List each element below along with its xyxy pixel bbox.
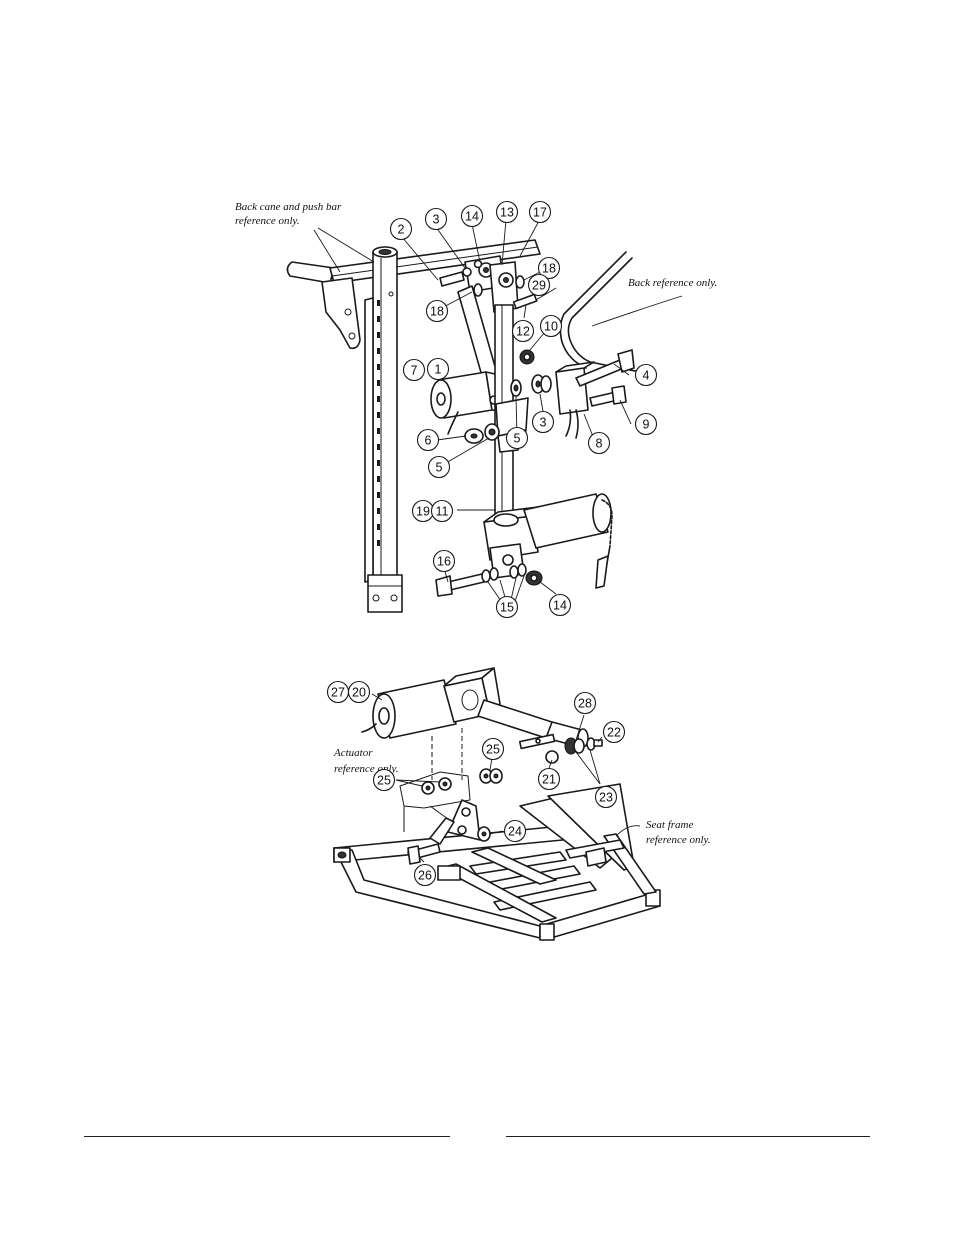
callout-bubble [413, 863, 437, 887]
callout-number: 27 [331, 686, 345, 700]
bottom-hardware [435, 563, 543, 597]
callout-bubble [602, 720, 626, 744]
callout-number: 25 [377, 774, 391, 788]
callout-bubble [511, 319, 535, 343]
push-bar-bracket [321, 277, 361, 350]
callout-bubble [347, 680, 371, 704]
callout-number: 1 [435, 363, 442, 377]
upper-leader-lines [313, 218, 683, 605]
callout-number: 23 [599, 791, 613, 805]
callout-number: 20 [352, 686, 366, 700]
back-mount-bracket [519, 349, 635, 439]
push-bar-handle [286, 261, 335, 284]
lower-actuator-motor [483, 493, 613, 589]
lower-section-actuator [361, 667, 589, 748]
upper-assembly [286, 218, 683, 613]
svg-text:Seat frame: Seat frame [646, 819, 693, 831]
svg-text:Back reference only.: Back reference only. [628, 277, 717, 289]
callout-number: 7 [411, 364, 418, 378]
callout-bubble [537, 767, 561, 791]
washers-25 [421, 768, 503, 795]
callout-number: 18 [542, 262, 556, 276]
callout-number: 4 [643, 369, 650, 383]
footer-rule-right [506, 1136, 870, 1137]
back-reference [567, 257, 641, 373]
callout-bubble [424, 207, 448, 231]
callout-number: 18 [430, 305, 444, 319]
callout-bubble [416, 428, 440, 452]
callout-number: 11 [436, 505, 449, 519]
rear-clevis-hardware [518, 733, 603, 764]
callout-number: 13 [500, 206, 514, 220]
back-cane [364, 246, 403, 613]
callout-number: 10 [544, 320, 558, 334]
callout-bubble [425, 299, 449, 323]
callout-bubble [548, 593, 572, 617]
callout-number: 5 [436, 461, 443, 475]
callout-bubble [432, 549, 456, 573]
callout-number: 19 [416, 505, 430, 519]
callout-bubble [460, 204, 484, 228]
callout-number: 29 [532, 279, 546, 293]
callout-bubble [503, 819, 527, 843]
callout-number: 14 [553, 599, 567, 613]
callout-bubble [505, 426, 529, 450]
callout-bubble [594, 785, 618, 809]
callout-bubble [402, 358, 426, 382]
callout-number: 16 [437, 555, 451, 569]
svg-text:reference only.: reference only. [646, 834, 711, 846]
callout-bubble [528, 200, 552, 224]
note-seat-frame: Seat frame reference only. [646, 819, 711, 846]
callout-bubble [430, 499, 454, 523]
back-cane-bottom-bracket [367, 574, 403, 613]
callout-number: 24 [508, 825, 522, 839]
footer-rule-left [84, 1136, 450, 1137]
callout-bubble [537, 256, 561, 280]
svg-text:Actuator: Actuator [333, 747, 373, 759]
callout-bubble [495, 200, 519, 224]
callout-number: 25 [486, 743, 500, 757]
callout-bubble [372, 768, 396, 792]
callout-number: 28 [578, 697, 592, 711]
note-back: Back reference only. [628, 277, 717, 289]
callout-number: 3 [433, 213, 440, 227]
callouts-lower: 27 20 28 22 25 21 23 25 24 26 [326, 680, 626, 887]
callout-number: 5 [514, 432, 521, 446]
callout-bubble [426, 357, 450, 381]
callout-number: 6 [425, 434, 432, 448]
callout-bubble [495, 595, 519, 619]
callout-number: 15 [500, 601, 514, 615]
svg-text:reference only.: reference only. [235, 215, 300, 227]
callout-number: 3 [540, 416, 547, 430]
callout-number: 21 [542, 773, 556, 787]
callout-bubble [427, 455, 451, 479]
lower-assembly [333, 667, 661, 941]
callout-bubble [573, 691, 597, 715]
callout-number: 2 [398, 223, 405, 237]
callout-bubble [527, 273, 551, 297]
callout-number: 17 [533, 206, 547, 220]
callout-number: 26 [418, 869, 432, 883]
callout-bubble [389, 217, 413, 241]
svg-text:Back cane and push bar: Back cane and push bar [235, 201, 342, 213]
callout-bubble [634, 363, 658, 387]
callout-bubble [531, 410, 555, 434]
callout-number: 12 [516, 325, 530, 339]
callout-number: 14 [465, 210, 479, 224]
callout-bubble [587, 431, 611, 455]
note-back-cane: Back cane and push bar reference only. [235, 201, 342, 227]
callout-bubble [481, 737, 505, 761]
callout-bubble [634, 412, 658, 436]
callout-number: 8 [596, 437, 603, 451]
callout-number: 22 [607, 726, 621, 740]
callout-bubble [539, 314, 563, 338]
callout-number: 9 [643, 418, 650, 432]
seat-frame [333, 783, 661, 941]
